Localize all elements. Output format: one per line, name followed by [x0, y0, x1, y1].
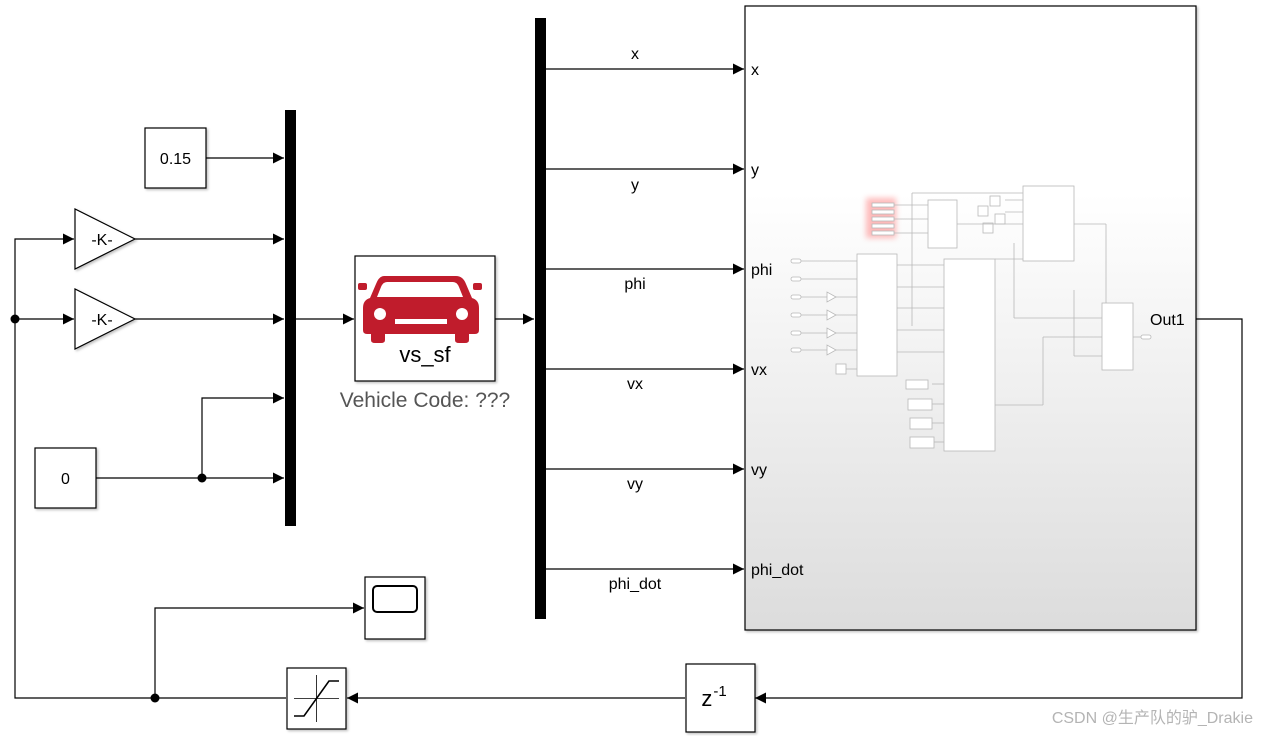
vehicle-caption: Vehicle Code: ???	[340, 389, 510, 412]
constant-block-zero[interactable]: 0	[34, 447, 97, 509]
port-label-out: Out1	[1150, 312, 1185, 329]
gain-block-bottom[interactable]: -K-	[74, 288, 137, 350]
unit-delay-block[interactable]: z-1	[685, 663, 756, 733]
saturation-icon	[294, 675, 339, 722]
saturation-block[interactable]	[286, 667, 347, 730]
subsystem-input-ports: x y phi vx vy phi_dot	[751, 62, 804, 579]
port-label-phi-dot: phi_dot	[751, 562, 804, 579]
line-zero-branch[interactable]	[201, 392, 284, 478]
demux-bar[interactable]	[535, 18, 546, 619]
signal-lines	[14, 63, 1243, 704]
unit-delay-label: z-1	[701, 683, 726, 711]
port-label-vy: vy	[751, 462, 767, 479]
mux-bar[interactable]	[285, 110, 296, 526]
gain-label: -K-	[91, 232, 112, 249]
signal-label-vy: vy	[627, 476, 643, 493]
line-to-scope[interactable]	[154, 602, 364, 698]
junction-dot	[150, 693, 160, 703]
constant-value: 0.15	[160, 151, 191, 168]
signal-label-vx: vx	[627, 376, 643, 393]
junction-dot	[10, 314, 20, 324]
scope-block[interactable]	[364, 576, 426, 640]
port-label-vx: vx	[751, 362, 767, 379]
signal-labels: x y phi vx vy phi_dot	[609, 46, 662, 593]
signal-label-x: x	[631, 46, 639, 63]
signal-label-phi: phi	[624, 276, 645, 293]
port-label-x: x	[751, 62, 759, 79]
constant-block-015[interactable]: 0.15	[144, 127, 207, 189]
vehicle-block[interactable]: vs_sf	[354, 255, 496, 382]
gain-label: -K-	[91, 312, 112, 329]
junction-dot	[197, 473, 207, 483]
watermark: CSDN @生产队的驴_Drakie	[1051, 710, 1253, 727]
scope-icon	[372, 585, 418, 613]
subsystem-preview	[790, 185, 1152, 452]
vehicle-name: vs_sf	[399, 342, 451, 367]
constant-value: 0	[61, 471, 70, 488]
port-label-y: y	[751, 162, 759, 179]
line-out-to-delay[interactable]	[755, 318, 1243, 704]
signal-label-phi-dot: phi_dot	[609, 576, 662, 593]
gain-block-top[interactable]: -K-	[74, 208, 137, 270]
signal-label-y: y	[631, 177, 639, 194]
port-label-phi: phi	[751, 262, 772, 279]
subsystem-block[interactable]: x y phi vx vy phi_dot Out1	[744, 5, 1197, 631]
junction-dots	[10, 314, 207, 703]
